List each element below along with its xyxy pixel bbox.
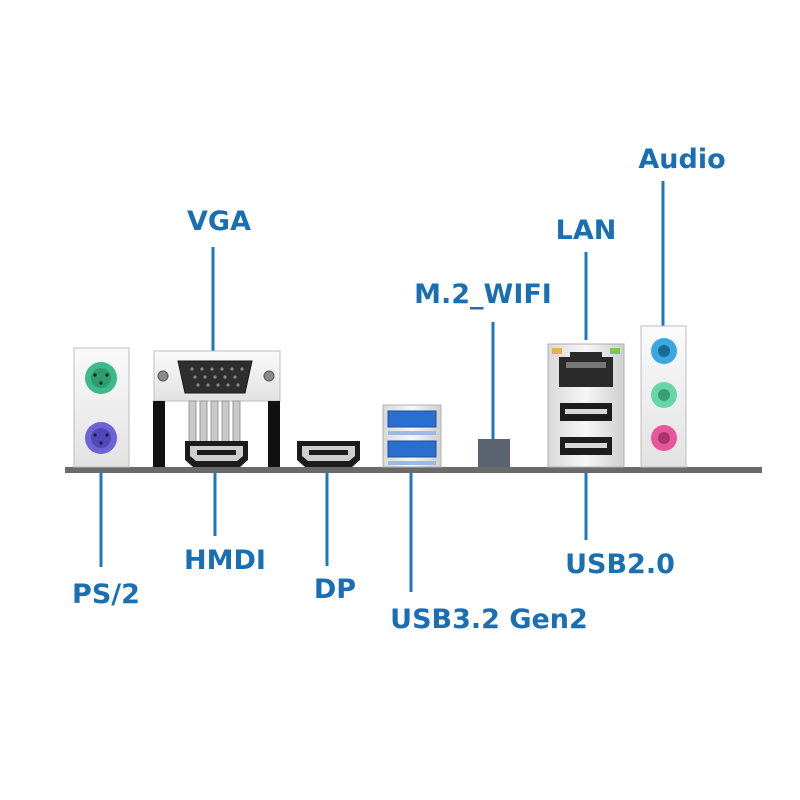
hdmi-port-icon [185, 441, 248, 467]
baseline-bar [65, 467, 762, 473]
label-vga: VGA [187, 206, 251, 237]
usb2-port-icon [560, 403, 612, 455]
label-hdmi: HMDI [184, 545, 266, 576]
label-audio: Audio [638, 144, 725, 175]
leader-lines [99, 181, 665, 592]
usb3-port-icon [382, 404, 442, 468]
dp-port-icon [297, 441, 360, 467]
ps2-port-icon [73, 347, 130, 468]
m2-wifi-antenna-icon [478, 439, 510, 467]
label-ps2: PS/2 [72, 579, 140, 610]
vga-port-icon [153, 350, 281, 467]
label-m2-wifi: M.2_WIFI [414, 279, 552, 310]
label-lan: LAN [556, 215, 617, 246]
label-dp: DP [314, 574, 356, 605]
audio-jack-icon [640, 325, 687, 468]
label-usb20: USB2.0 [565, 549, 675, 580]
label-usb32: USB3.2 Gen2 [390, 604, 588, 635]
